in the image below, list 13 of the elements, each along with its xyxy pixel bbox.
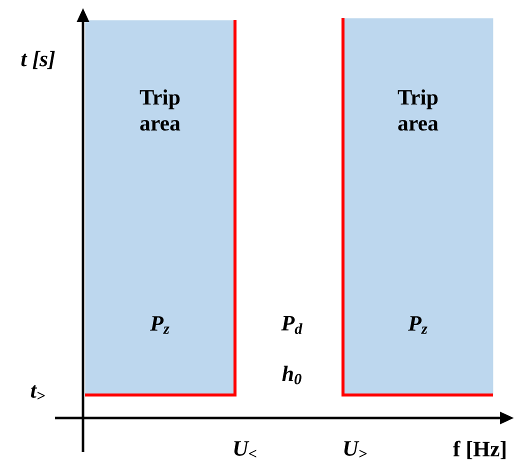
trip-area-box (85, 20, 236, 396)
axis-label: t [s] (21, 50, 55, 70)
trip-area-box (342, 18, 494, 396)
axis-label: h$_{0}$ (282, 366, 302, 384)
region-symbol: P$_{z}$ (150, 316, 170, 334)
region-symbol: P$_{z}$ (408, 316, 428, 334)
axis-label: f [Hz] (453, 440, 506, 460)
axis-label: t$_{>}$ (31, 385, 45, 400)
area-title: Trip area (398, 89, 438, 131)
axis-label: U$_{>}$ (344, 441, 367, 458)
area-title: Trip area (140, 89, 180, 131)
axis-label: P$_{d}$ (281, 316, 302, 334)
axis-label: U$_{<}$ (234, 441, 256, 458)
